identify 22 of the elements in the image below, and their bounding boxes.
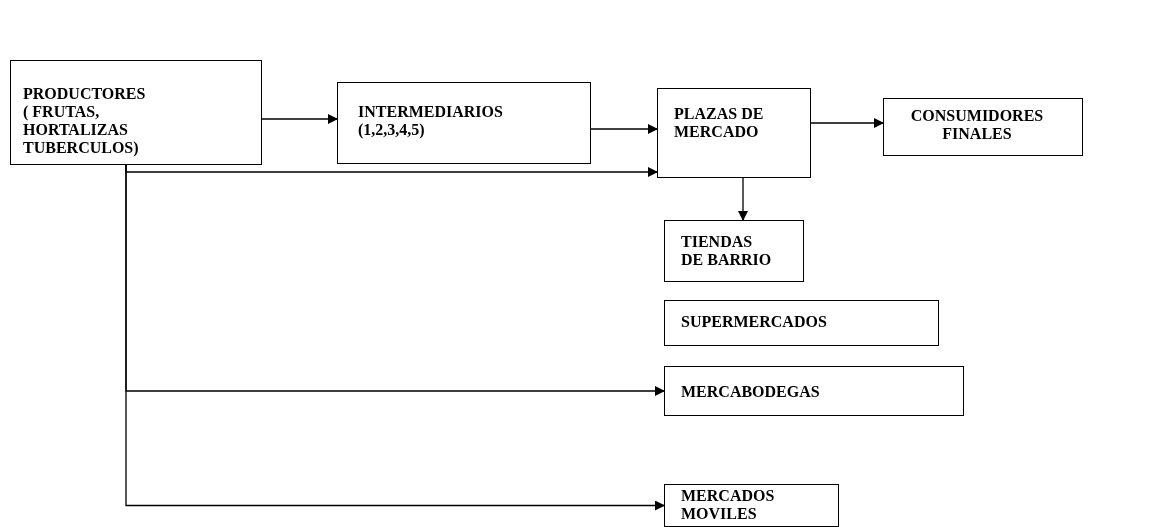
process-box xyxy=(664,484,839,527)
arrow xyxy=(590,124,658,134)
arrow xyxy=(125,164,665,511)
box-label: TIENDAS DE BARRIO xyxy=(680,232,773,269)
process-box xyxy=(657,88,811,178)
process-box xyxy=(883,98,1083,156)
box-label: MERCADOS MOVILES xyxy=(680,486,776,523)
box-label: MERCABODEGAS xyxy=(680,382,821,401)
arrow xyxy=(125,164,658,177)
arrow xyxy=(810,118,884,128)
arrow xyxy=(261,114,338,124)
process-box xyxy=(337,82,591,164)
process-box xyxy=(10,60,262,165)
box-label: PLAZAS DE MERCADO xyxy=(673,104,765,141)
process-box xyxy=(664,366,964,416)
process-box xyxy=(664,300,939,346)
box-label: CONSUMIDORES FINALES xyxy=(909,106,1045,143)
box-label: INTERMEDIARIOS (1,2,3,4,5) xyxy=(357,102,504,139)
box-label: SUPERMERCADOS xyxy=(680,312,828,331)
arrow xyxy=(738,177,748,221)
process-box xyxy=(664,220,804,282)
box-label: PRODUCTORES ( FRUTAS, HORTALIZAS TUBERCULOS) xyxy=(22,84,146,157)
